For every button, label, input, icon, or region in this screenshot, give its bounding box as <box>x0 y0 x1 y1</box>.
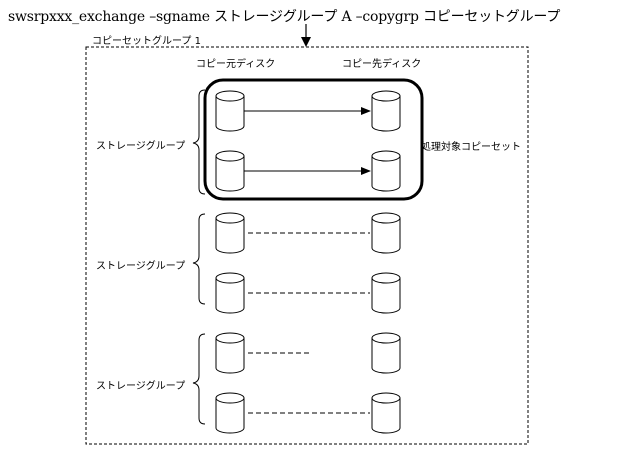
source-disk-5 <box>215 332 245 374</box>
source-disk-6 <box>215 392 245 434</box>
storage-group-label-1: ストレージグループ <box>96 141 186 152</box>
copy-set-group-label: コピーセットグループ 1 <box>92 36 201 47</box>
target-copy-set-frame <box>203 78 424 201</box>
dest-disk-1 <box>371 90 401 132</box>
copy-set-group-frame <box>85 46 529 445</box>
source-disk-label: コピー元ディスク <box>196 59 276 70</box>
dest-disk-6 <box>371 392 401 434</box>
storage-group-label-2: ストレージグループ <box>96 261 186 272</box>
storage-group-label-3: ストレージグループ <box>96 381 186 392</box>
dest-disk-label: コピー先ディスク <box>342 59 422 70</box>
dest-disk-4 <box>371 272 401 314</box>
dest-disk-5 <box>371 332 401 374</box>
source-disk-1 <box>215 90 245 132</box>
source-disk-3 <box>215 212 245 254</box>
dest-disk-3 <box>371 212 401 254</box>
brace-1 <box>192 89 206 195</box>
target-copy-set-label: 処理対象コピーセット <box>421 142 521 153</box>
source-disk-2 <box>215 150 245 192</box>
command-arrow <box>301 24 311 47</box>
command-text: swsrpxxx_exchange –sgname ストレージグループ A –c… <box>8 9 561 25</box>
brace-2 <box>192 213 206 305</box>
dest-disk-2 <box>371 150 401 192</box>
brace-3 <box>192 333 206 425</box>
source-disk-4 <box>215 272 245 314</box>
